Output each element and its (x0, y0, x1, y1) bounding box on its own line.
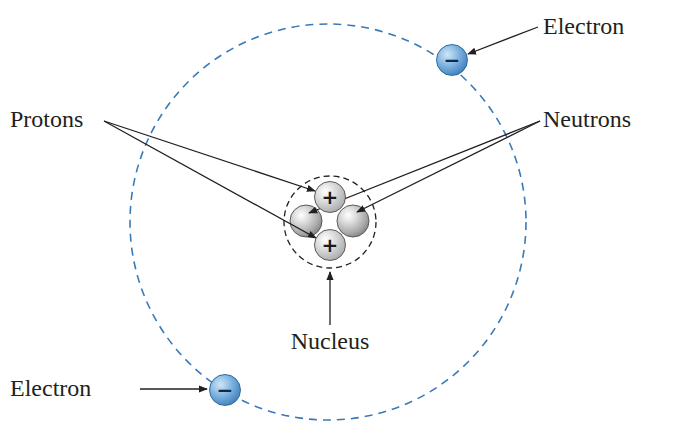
charge-sign: + (322, 235, 339, 255)
proton-particle: + (314, 229, 346, 261)
charge-sign: − (217, 380, 234, 400)
electron-particle: − (436, 44, 468, 76)
leader-line (357, 121, 540, 212)
neutron (337, 205, 369, 237)
leader-line (468, 27, 538, 54)
charge-sign: − (444, 50, 461, 70)
part-label: Protons (10, 106, 83, 132)
leader-line (104, 121, 315, 191)
part-label: Neutrons (543, 106, 631, 132)
proton-particle: + (314, 181, 346, 213)
electron-particle: − (209, 374, 241, 406)
part-label: Electron (10, 375, 91, 401)
leader-line (140, 388, 207, 389)
part-label: Electron (543, 13, 624, 39)
charge-sign: + (322, 187, 339, 207)
leader-line (309, 121, 540, 213)
electron-orbit (130, 24, 526, 420)
nucleus-boundary (284, 176, 376, 268)
part-label: Nucleus (291, 328, 370, 354)
leader-line (104, 121, 316, 238)
leader-line (329, 272, 330, 325)
